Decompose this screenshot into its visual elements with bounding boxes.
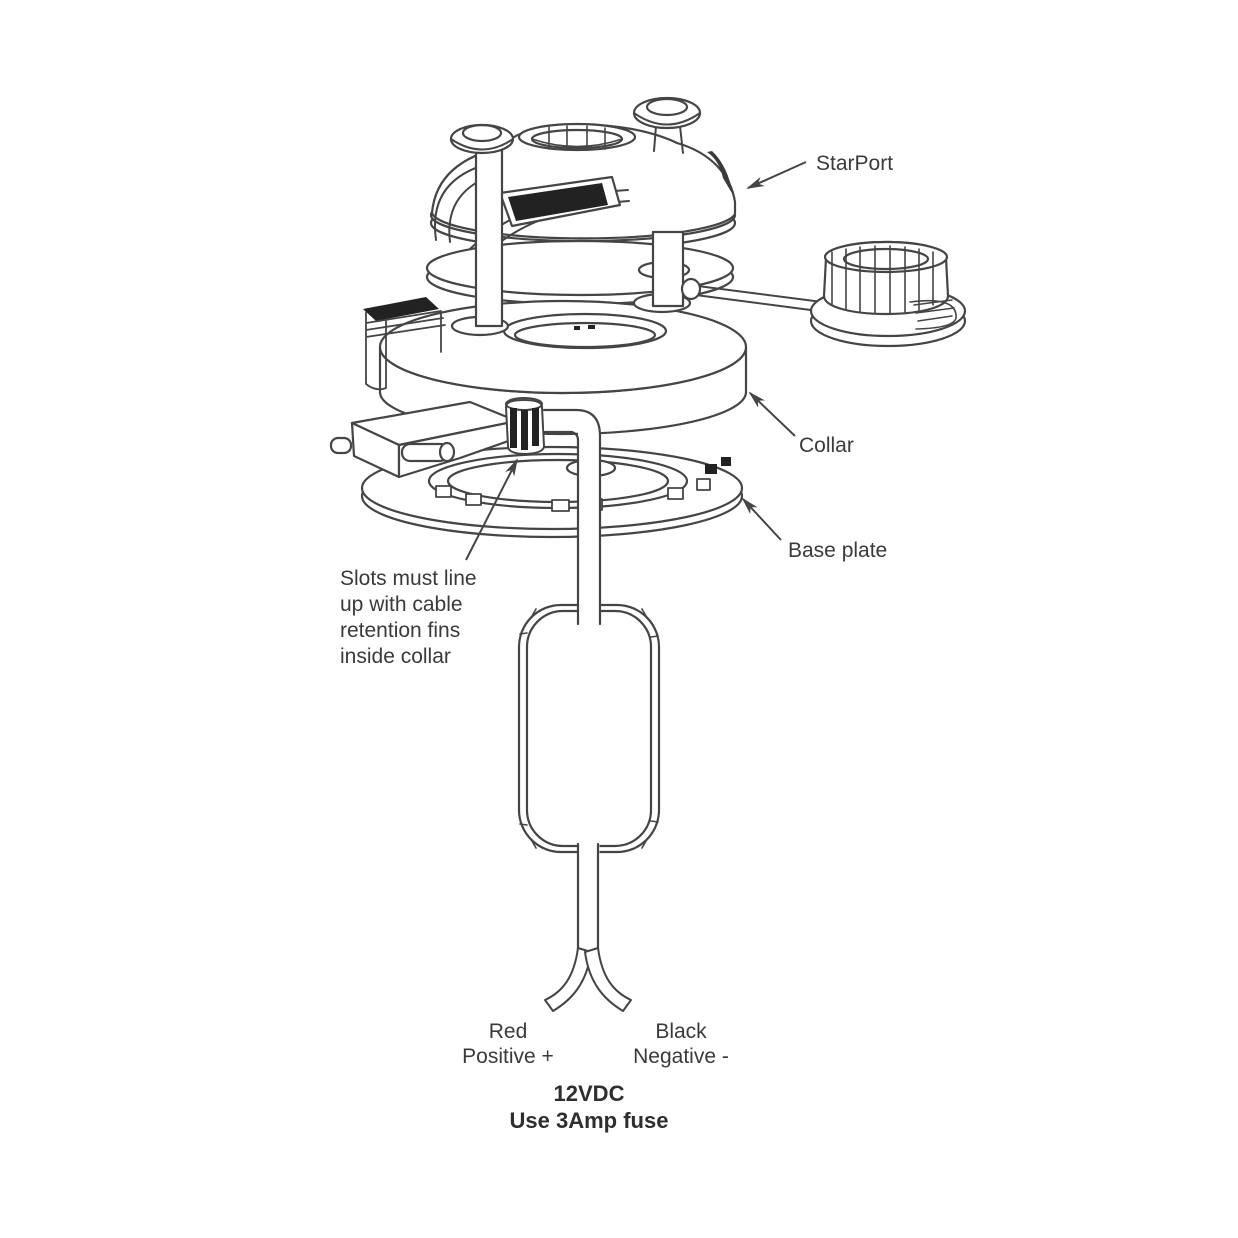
cap-tether <box>687 284 831 313</box>
collar-hole-lip <box>513 321 657 349</box>
voltage-label: 12VDC <box>554 1081 625 1106</box>
black-wire-label: Black <box>655 1020 707 1043</box>
base-plate <box>360 445 744 539</box>
post-right-stem <box>653 125 684 154</box>
power-connector-box <box>329 400 519 479</box>
collar-label: Collar <box>799 434 854 457</box>
housing-outer <box>517 603 661 854</box>
red-polarity-label: Positive + <box>462 1045 554 1068</box>
plate-slot <box>696 478 711 491</box>
callout-arrows <box>465 161 807 561</box>
collar-tab-dark <box>363 297 439 321</box>
plate-slot <box>435 485 452 498</box>
fin-dark <box>532 408 539 446</box>
starport-label: StarPort <box>816 152 893 175</box>
cover-cap <box>680 240 967 348</box>
elbow-fill <box>544 410 600 624</box>
plate-notch-dark <box>705 464 717 474</box>
slots-note-line2: up with cable <box>340 593 463 616</box>
knob-right-top <box>645 97 689 117</box>
wire-red <box>544 947 592 1012</box>
power-cable <box>544 842 632 1012</box>
fin-dark <box>510 408 517 448</box>
knob-right-skirt <box>633 112 701 126</box>
base-plate-label: Base plate <box>788 539 887 562</box>
knob-left-top <box>461 123 503 143</box>
cap-top-inner <box>842 247 930 271</box>
starport-arrow <box>746 161 807 189</box>
wire-black <box>584 947 632 1012</box>
collar-tab-bracket <box>365 310 446 391</box>
hole-notch <box>574 326 580 330</box>
opening-ribs <box>531 125 623 151</box>
box-pin-tip <box>438 441 456 463</box>
plate-slot <box>667 487 684 500</box>
cap-top <box>823 240 949 274</box>
cable-elbow <box>542 408 602 626</box>
black-polarity-label: Negative - <box>633 1045 729 1068</box>
cable-lines <box>576 842 600 954</box>
thumb-knobs <box>449 96 702 155</box>
box-front-face <box>397 419 519 479</box>
housing-ticks <box>519 608 659 849</box>
mounting-posts <box>474 125 685 328</box>
slots-note-line3: retention fins <box>340 619 460 642</box>
post-left <box>474 148 504 328</box>
base-plate-arrow <box>741 497 782 541</box>
slots-note-line1: Slots must line <box>340 567 477 590</box>
cap-knurl-lines <box>831 245 934 314</box>
slots-note-arrow <box>465 458 518 561</box>
fuse-housing <box>517 603 661 854</box>
plate-slot <box>465 493 482 506</box>
fin-dark <box>521 410 528 450</box>
labels: StarPort Collar Base plate Slots must li… <box>340 152 893 1133</box>
fuse-label: Use 3Amp fuse <box>510 1108 669 1133</box>
box-side-tab <box>329 436 353 455</box>
slots-note-line4: inside collar <box>340 645 451 668</box>
elbow-inner-line <box>542 430 580 626</box>
knob-left-skirt <box>450 138 514 151</box>
red-wire-label: Red <box>489 1020 528 1043</box>
plate-notch-dark <box>721 457 731 466</box>
hole-notch <box>588 325 595 329</box>
collar-arrow <box>748 391 796 437</box>
tether-loop <box>680 277 702 301</box>
cap-base-tab <box>909 299 957 330</box>
plate-slot <box>551 499 570 512</box>
cable-fill <box>579 844 597 956</box>
cable-retention-fins <box>505 397 545 455</box>
elbow-outer-line <box>542 408 602 626</box>
slot-dark-inset <box>508 183 608 221</box>
post-right <box>651 230 685 308</box>
